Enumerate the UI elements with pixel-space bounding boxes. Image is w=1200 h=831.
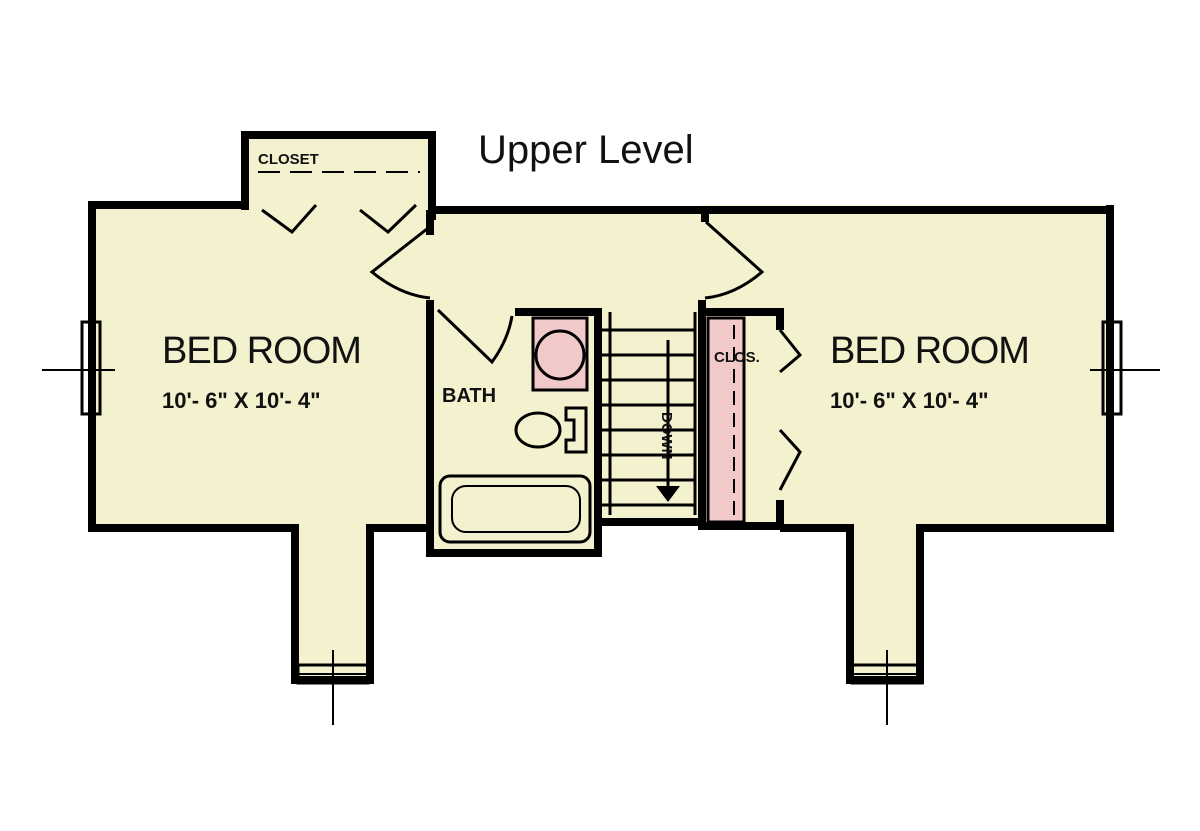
closet-door-left — [261, 204, 318, 235]
windows — [42, 320, 1160, 725]
right-bedroom-wall — [780, 205, 1114, 684]
plan-title: Upper Level — [478, 128, 694, 172]
right-bedroom-dimensions: 10'- 6" X 10'- 4" — [830, 388, 989, 413]
clos-floor — [708, 318, 744, 522]
stair-treads — [600, 328, 696, 507]
walls — [88, 131, 1114, 684]
lavatory-basin — [534, 329, 586, 381]
bath-fixtures — [438, 316, 592, 544]
left-bedroom-dimensions: 10'- 6" X 10'- 4" — [162, 388, 321, 413]
stairs-down-label: DOWN — [658, 412, 675, 460]
stair-arrow-head — [656, 486, 680, 502]
clos-shelf — [706, 316, 746, 524]
closet-label: CLOSET — [258, 151, 319, 168]
stairs — [600, 312, 697, 515]
lavatory-counter — [531, 316, 589, 392]
clos-top-wall — [702, 308, 784, 330]
toilet-tank — [564, 406, 588, 454]
clos-door-lower — [778, 428, 802, 491]
clos-label: CLOS. — [714, 349, 760, 366]
bath-door — [436, 308, 514, 365]
left-bath-wall — [426, 300, 602, 557]
closet-wall — [241, 131, 436, 220]
closet-door-right — [359, 203, 418, 234]
clos-details — [706, 316, 803, 524]
right-bedroom-name: BED ROOM — [830, 330, 1029, 372]
right-bedroom-door — [704, 220, 765, 300]
bathtub-inner — [451, 485, 581, 533]
bath-label: BATH — [442, 385, 496, 407]
closet-details — [258, 171, 420, 235]
corridor-doors — [369, 220, 765, 365]
right-partition-wall — [698, 300, 784, 530]
toilet-bowl — [514, 411, 562, 449]
left-bedroom-wall — [88, 201, 430, 684]
left-bedroom-name: BED ROOM — [162, 330, 361, 372]
left-bedroom-door — [369, 223, 433, 300]
clos-door-upper — [778, 329, 803, 374]
bathtub — [438, 474, 592, 544]
